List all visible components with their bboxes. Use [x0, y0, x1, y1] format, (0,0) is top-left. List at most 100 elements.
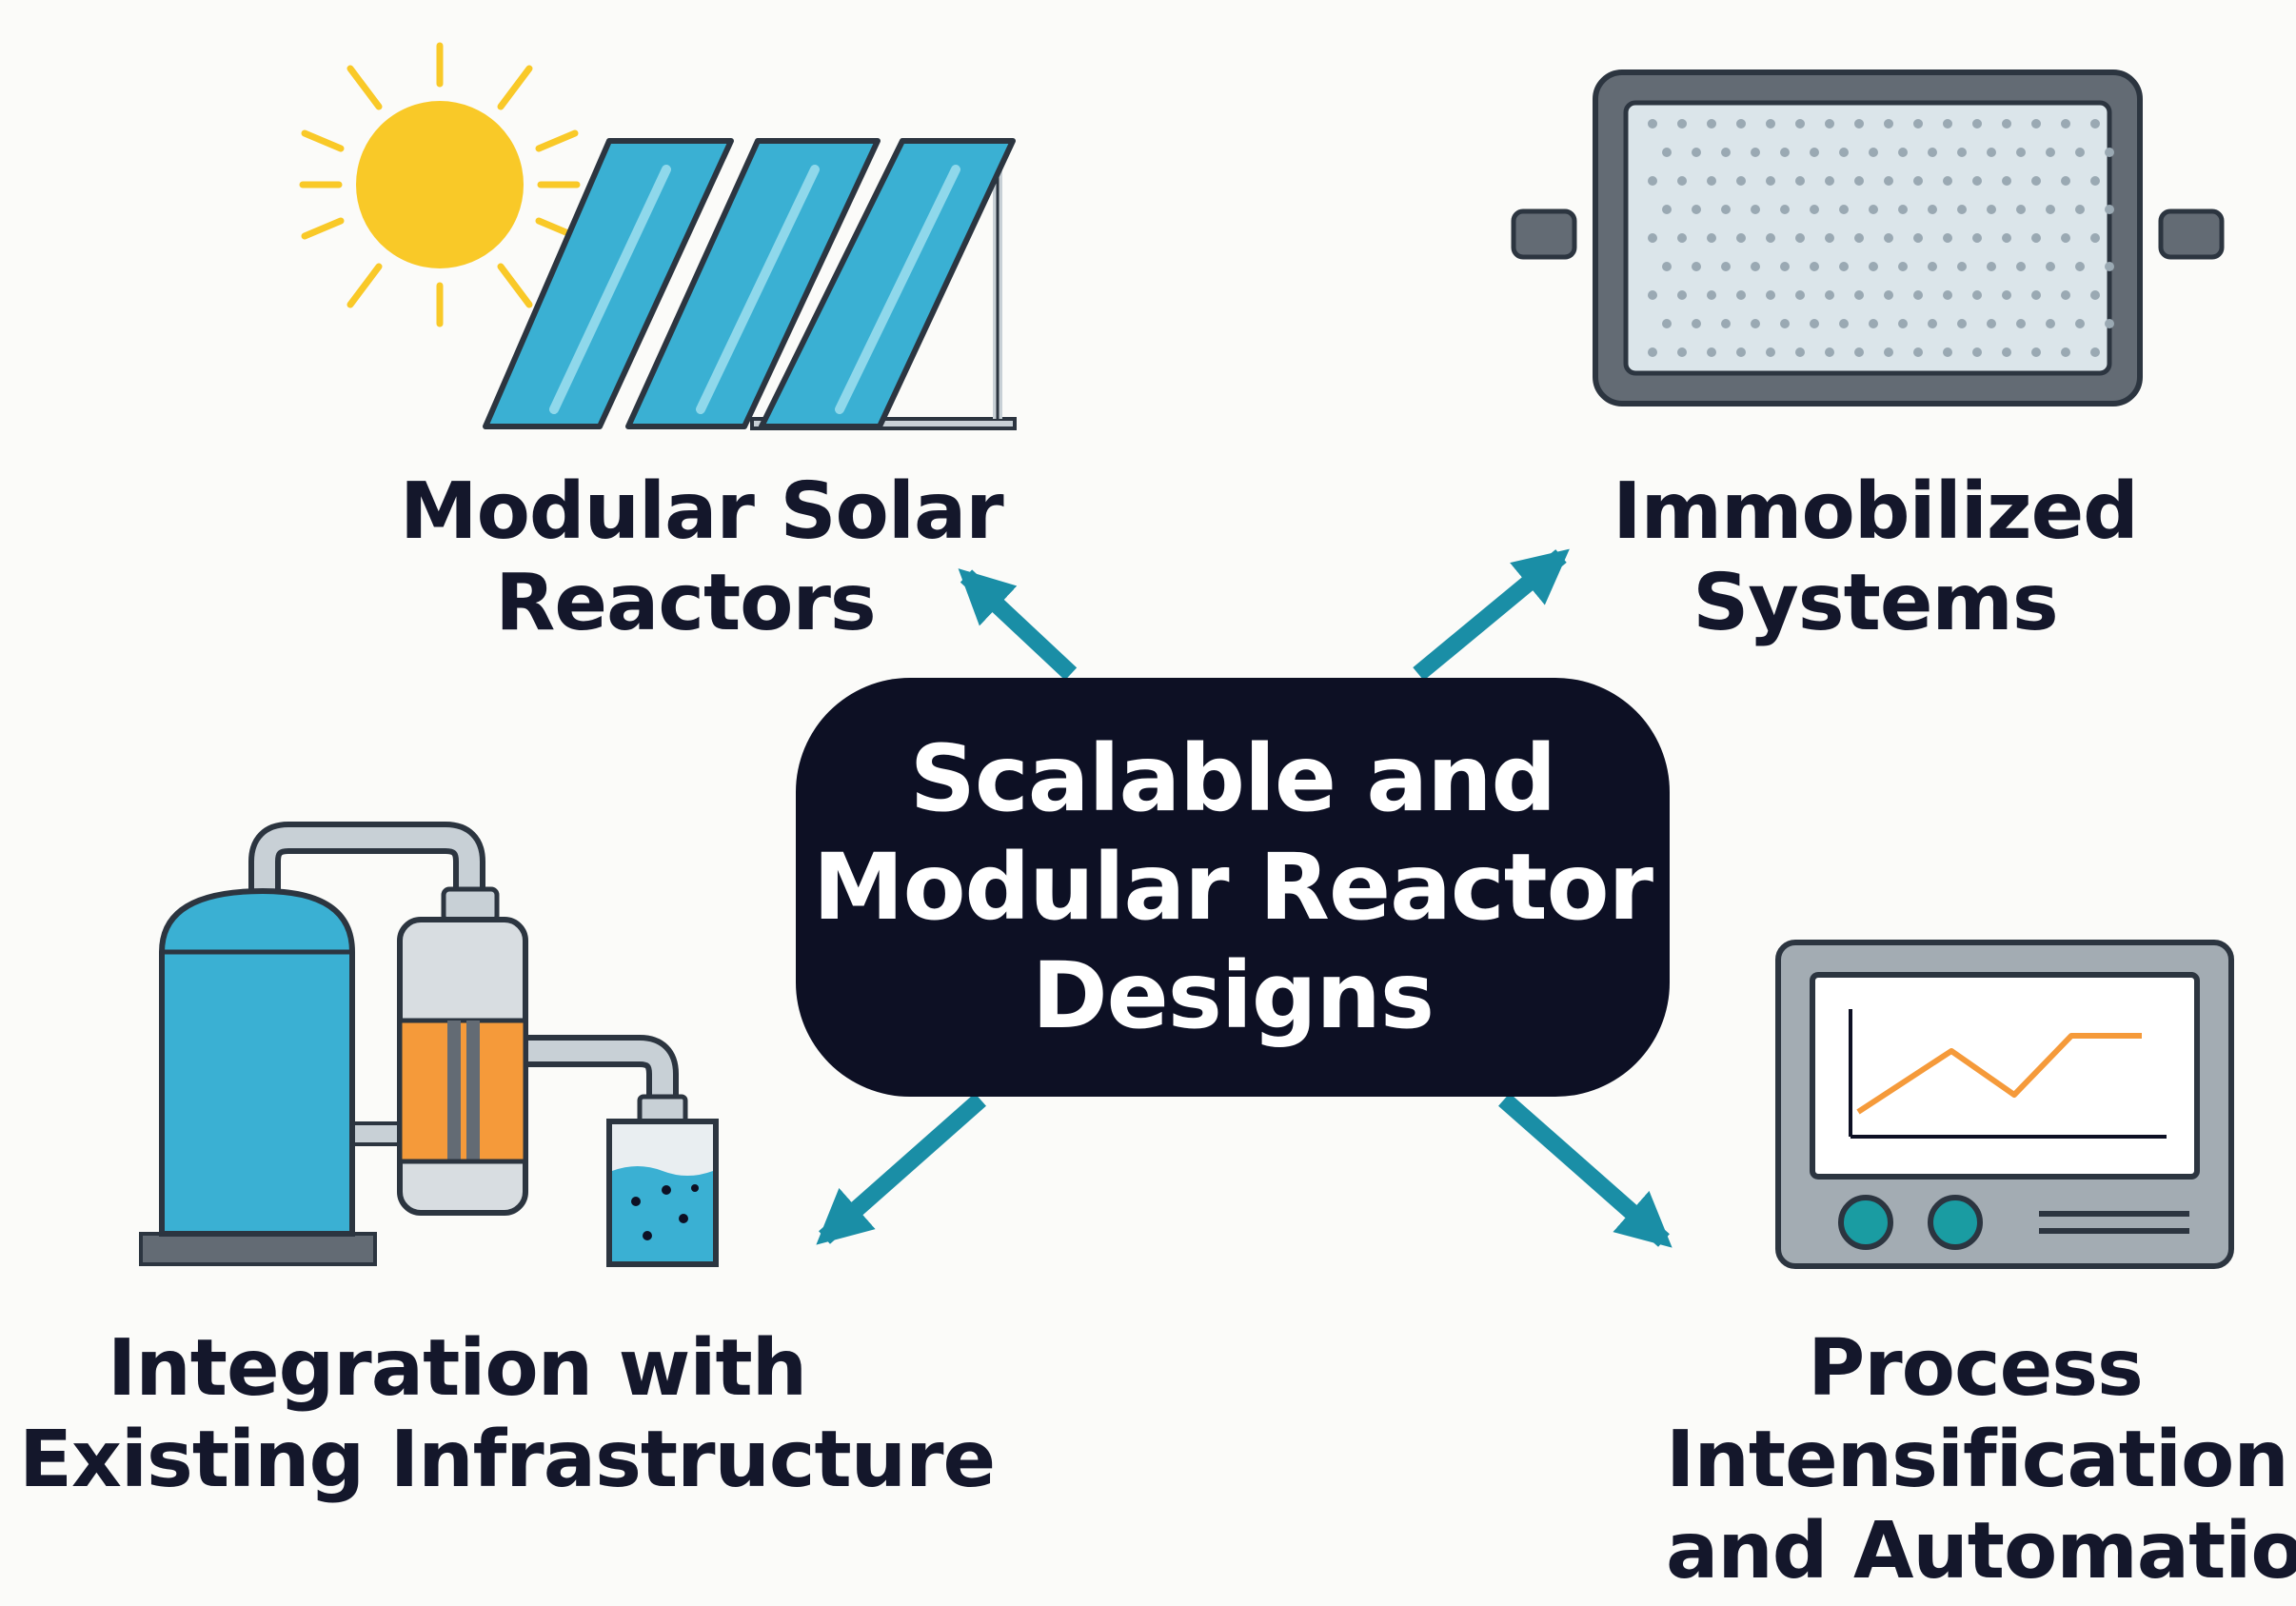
cartridge-dot — [1795, 290, 1805, 300]
cartridge-dot — [1913, 119, 1923, 129]
cartridge-dot — [1839, 148, 1849, 157]
cartridge-dot — [1648, 233, 1657, 243]
cartridge-dot — [1972, 290, 1982, 300]
cartridge-dot — [2031, 347, 2041, 357]
cartridge-dot — [1648, 119, 1657, 129]
process-label-line-1: Process — [1808, 1323, 2144, 1414]
cartridge-dot — [1692, 319, 1701, 328]
arrow-to-immobilized — [1413, 548, 1570, 681]
cartridge-dot — [1957, 205, 1967, 214]
cartridge-dot — [1677, 119, 1687, 129]
cartridge-dot — [2061, 176, 2070, 186]
cartridge-dot — [1707, 290, 1716, 300]
cartridge-dot — [2031, 233, 2041, 243]
arrow-to-solar — [958, 568, 1078, 681]
cartridge-dot — [1780, 319, 1790, 328]
cartridge-dot — [1795, 176, 1805, 186]
cartridge-dot — [1766, 347, 1775, 357]
cartridge-dot — [1795, 347, 1805, 357]
cartridge-dot — [2075, 205, 2085, 214]
cartridge-dot — [1869, 262, 1878, 271]
cartridge-dot — [1648, 347, 1657, 357]
cartridge-dot — [1707, 176, 1716, 186]
cartridge-dot — [1825, 290, 1834, 300]
solar-label-line-1: Modular Solar — [400, 466, 1004, 557]
cartridge-dot — [1736, 347, 1746, 357]
cartridge-dot — [1972, 119, 1982, 129]
cartridge-dot — [1928, 262, 1937, 271]
cartridge-dot — [1957, 262, 1967, 271]
cartridge-dot — [1957, 319, 1967, 328]
cartridge-dot — [2105, 205, 2114, 214]
cartridge-dot — [1839, 205, 1849, 214]
cartridge-dot — [1987, 262, 1996, 271]
cartridge-dot — [1721, 148, 1731, 157]
cartridge-dot — [2002, 176, 2011, 186]
cartridge-dot — [1662, 319, 1672, 328]
cartridge-dot — [1766, 233, 1775, 243]
immobilized-label-line-2: Systems — [1692, 558, 2058, 648]
solar-panel-icon — [483, 138, 1017, 430]
cartridge-dot — [1780, 262, 1790, 271]
tank-pipeline-icon — [139, 822, 719, 1267]
cartridge-dot — [1825, 176, 1834, 186]
cartridge-dot — [2046, 205, 2055, 214]
cartridge-dot — [1810, 262, 1819, 271]
cartridge-dot — [2002, 233, 2011, 243]
central-title-line-1: Scalable and — [909, 725, 1557, 832]
cartridge-dot — [1751, 205, 1760, 214]
cartridge-dot — [2075, 319, 2085, 328]
cartridge-dot — [1751, 319, 1760, 328]
cartridge-dot — [2105, 262, 2114, 271]
cartridge-dot — [1884, 290, 1893, 300]
cartridge-dot — [1677, 176, 1687, 186]
cartridge-dot — [1972, 176, 1982, 186]
cartridge-dot — [1736, 290, 1746, 300]
cartridge-dot — [2090, 119, 2100, 129]
cartridge-dot — [2002, 290, 2011, 300]
label-integration-infrastructure: Integration with Existing Infrastructure — [19, 1323, 996, 1506]
cartridge-dot — [1810, 205, 1819, 214]
cartridge-dot — [1662, 262, 1672, 271]
central-title-line-3: Designs — [1031, 942, 1435, 1049]
cartridge-dot — [1987, 148, 1996, 157]
cartridge-dot — [1766, 119, 1775, 129]
cartridge-dot — [1662, 205, 1672, 214]
cartridge-dot — [1825, 119, 1834, 129]
cartridge-dot — [1648, 290, 1657, 300]
cartridge-dot — [1707, 233, 1716, 243]
integration-label-line-2: Existing Infrastructure — [19, 1415, 996, 1505]
cartridge-dot — [1928, 205, 1937, 214]
cartridge-dot — [1825, 233, 1834, 243]
cartridge-dot — [1884, 176, 1893, 186]
cartridge-dot — [1721, 262, 1731, 271]
immobilized-label-line-1: Immobilized — [1613, 466, 2139, 557]
cartridge-dot — [1648, 176, 1657, 186]
cartridge-dot — [1780, 205, 1790, 214]
cartridge-dot — [1707, 119, 1716, 129]
cartridge-dot — [1928, 148, 1937, 157]
process-label-line-2: Intensification — [1666, 1415, 2289, 1505]
cartridge-dot — [2031, 176, 2041, 186]
cartridge-dot — [2016, 148, 2026, 157]
cartridge-dot — [1898, 319, 1908, 328]
cartridge-dot — [2046, 319, 2055, 328]
arrow-to-process — [1498, 1093, 1673, 1248]
cartridge-dot — [1943, 347, 1952, 357]
cartridge-dot — [1692, 148, 1701, 157]
cartridge-dot — [2061, 347, 2070, 357]
integration-label-line-1: Integration with — [107, 1323, 807, 1414]
cartridge-dot — [2090, 290, 2100, 300]
cartridge-dot — [1795, 233, 1805, 243]
cartridge-dot — [1751, 262, 1760, 271]
arrow-to-integration — [816, 1093, 986, 1245]
cartridge-dot — [1825, 347, 1834, 357]
immobilized-cartridge-icon — [1511, 69, 2225, 406]
cartridge-dot — [1780, 148, 1790, 157]
cartridge-dot — [2061, 233, 2070, 243]
cartridge-dot — [1898, 262, 1908, 271]
cartridge-dot — [1943, 290, 1952, 300]
cartridge-dot — [2090, 233, 2100, 243]
cartridge-dot — [1854, 119, 1864, 129]
